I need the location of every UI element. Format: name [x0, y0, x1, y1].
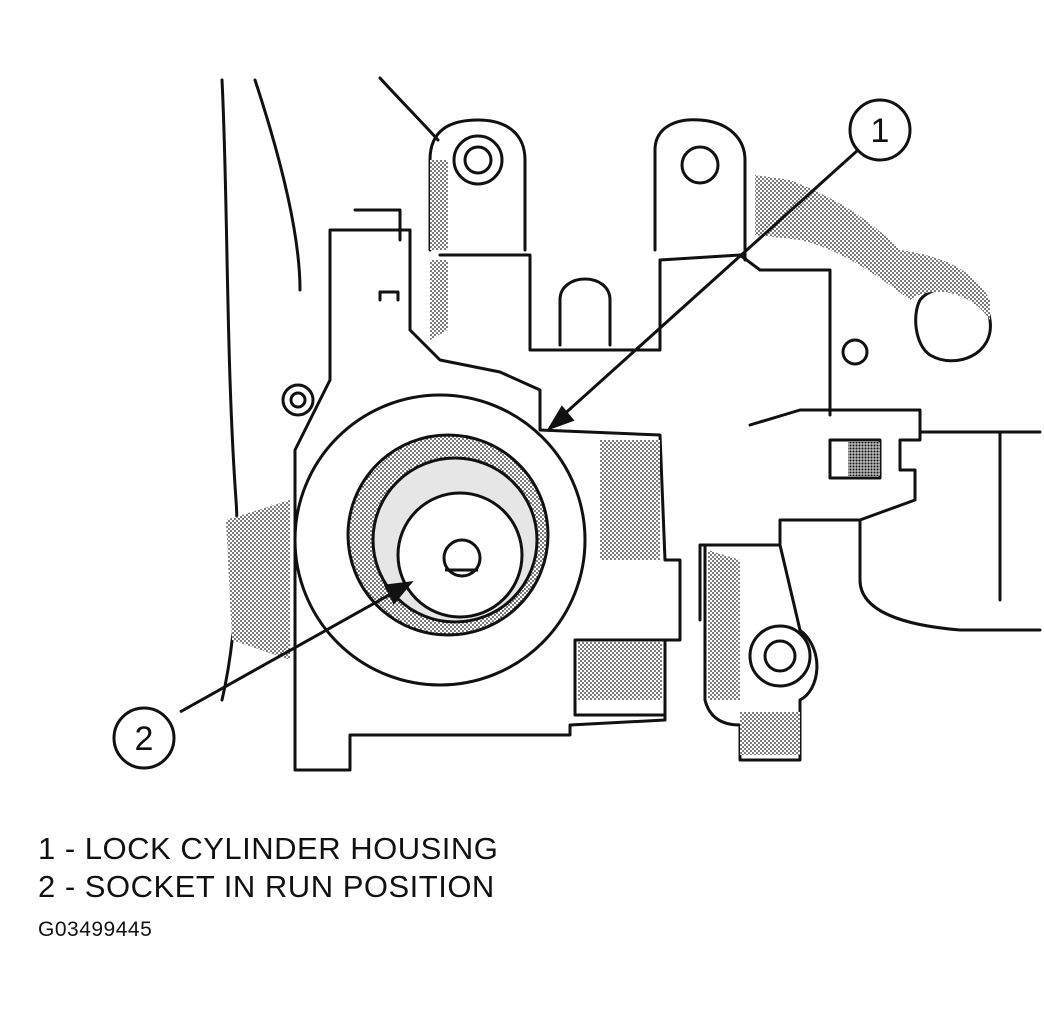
lower-lug-bolt-outer [748, 624, 812, 688]
figure-code: G03499445 [38, 918, 153, 941]
legend-item-2: 2 - SOCKET IN RUN POSITION [38, 869, 495, 904]
housing-inner-step [438, 253, 742, 352]
upper-right-ear [653, 118, 747, 262]
callout-1-arrowhead [546, 405, 575, 431]
lower-lug-bolt-inner [763, 639, 797, 673]
housing-top-ledge [353, 208, 402, 242]
upper-left-bolt-outer [452, 134, 504, 186]
callout-2-leader [179, 588, 399, 714]
legend-item-1: 1 - LOCK CYLINDER HOUSING [38, 831, 499, 866]
callout-1-number: 1 [871, 112, 890, 150]
socket-stud [442, 538, 482, 578]
shade-arm-right [755, 175, 990, 320]
latch-lower [858, 518, 1042, 632]
stud-tab [378, 290, 400, 302]
shade-left-wall [226, 500, 290, 660]
legend: 1 - LOCK CYLINDER HOUSING 2 - SOCKET IN … [38, 830, 498, 906]
right-body-line [738, 253, 832, 417]
latch-slot [828, 438, 882, 480]
shade-lower-pad [578, 642, 662, 700]
lock-cylinder-illustration: 1 2 [112, 76, 1042, 772]
side-bolt-outer [281, 383, 315, 417]
right-small-bolt [841, 338, 869, 366]
shade-column-rib [430, 260, 448, 340]
shade-latch-slot [848, 442, 880, 476]
shade-lug-bottom [740, 712, 800, 755]
callout-2-arrowhead [383, 581, 414, 605]
column-contour [378, 76, 440, 142]
upper-left-ear [428, 118, 527, 252]
upper-left-bolt-inner [463, 145, 493, 175]
callout-2: 2 [112, 706, 176, 770]
column-outline-inner [253, 78, 302, 292]
upper-right-bolt [680, 145, 720, 185]
shade-ear-left [430, 160, 448, 250]
side-bolt-inner [289, 391, 307, 409]
shade-lower-lug [708, 550, 740, 700]
housing-body [293, 228, 682, 772]
callout-2-number: 2 [135, 720, 154, 758]
callout-1: 1 [848, 98, 912, 162]
shade-side-block [600, 440, 660, 560]
slot-cutout [558, 277, 612, 347]
callout-1-leader [558, 148, 860, 420]
lower-pad [573, 638, 667, 717]
